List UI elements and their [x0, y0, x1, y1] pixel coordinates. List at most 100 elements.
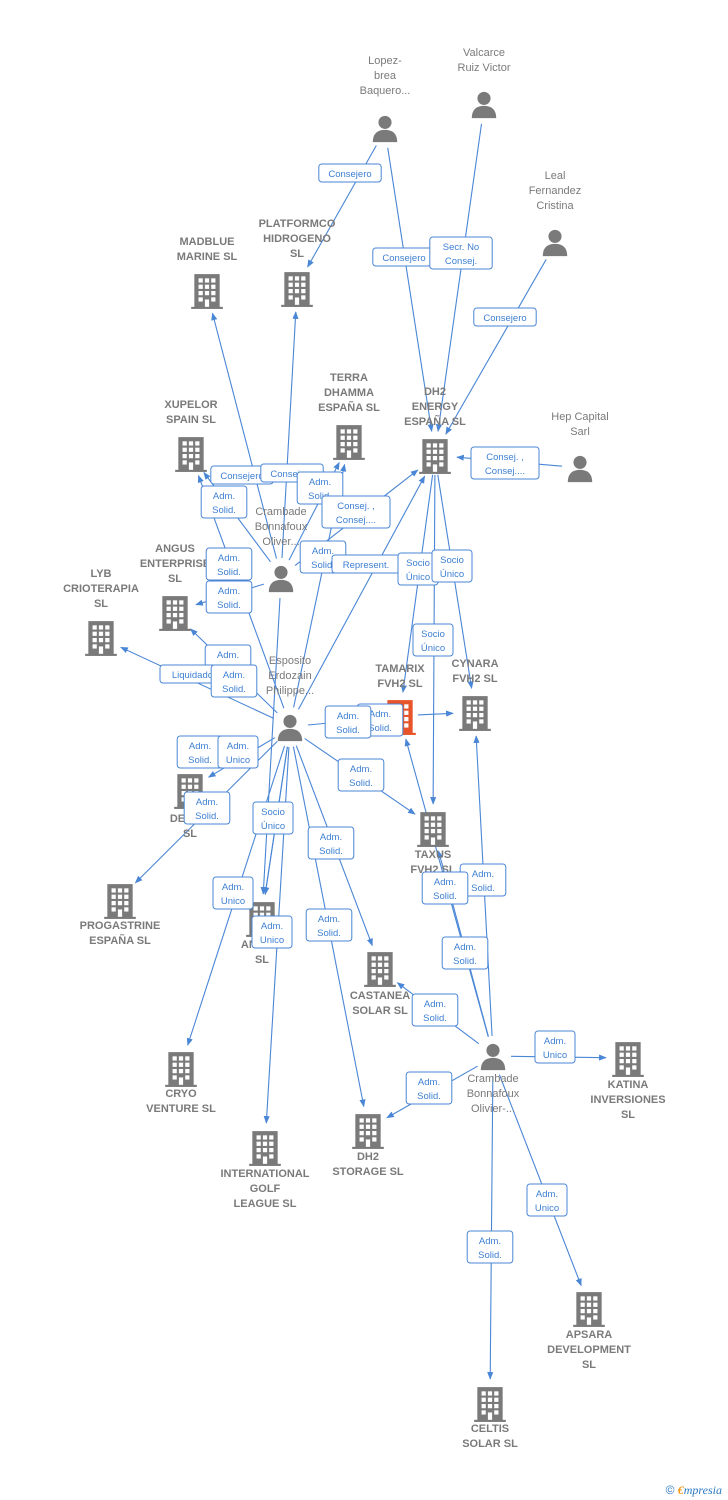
edge-label-box[interactable]	[183, 791, 231, 825]
edge-label[interactable]: Adm.Solid.	[210, 664, 258, 698]
edge-label[interactable]: Consej. ,Consej....	[321, 495, 391, 529]
edge-label-box[interactable]	[205, 547, 253, 581]
edge-label[interactable]: Adm.Unico	[251, 915, 293, 949]
edge-label-box[interactable]	[526, 1183, 568, 1217]
edge-label-box[interactable]	[431, 549, 473, 583]
edge-label[interactable]: Adm.Solid.	[441, 936, 489, 970]
edge-label-box[interactable]	[252, 801, 294, 835]
edge-label[interactable]: Adm.Solid.	[200, 485, 248, 519]
edge-label[interactable]: Adm.Solid.	[205, 547, 253, 581]
building-icon[interactable]	[364, 952, 396, 987]
edge-label-box[interactable]	[421, 871, 469, 905]
edge-label-box[interactable]	[305, 908, 353, 942]
edge-label-box[interactable]	[205, 580, 253, 614]
edge-label[interactable]: Adm.Unico	[534, 1030, 576, 1064]
edge-label-box[interactable]	[466, 1230, 514, 1264]
building-icon[interactable]	[612, 1042, 644, 1077]
edge-label[interactable]: Adm.Solid.	[183, 791, 231, 825]
person-icon[interactable]	[542, 229, 568, 257]
node-crambade1[interactable]: CrambadeBonnafouxOliver...	[255, 506, 308, 593]
building-icon[interactable]	[191, 274, 223, 309]
edge-label[interactable]: Adm.Solid.	[421, 871, 469, 905]
edge-label-box[interactable]	[429, 236, 493, 270]
empresia-logo[interactable]: €mpresia	[677, 1483, 722, 1497]
edge-label[interactable]: Consejero	[473, 307, 537, 327]
edge-label-box[interactable]	[324, 705, 372, 739]
node-crambade2[interactable]: CrambadeBonnafouxOlivier-...	[467, 1043, 520, 1115]
building-icon[interactable]	[175, 437, 207, 472]
node-esposito[interactable]: EspositoErdozainPhilippe...	[266, 655, 314, 742]
building-icon[interactable]	[249, 1131, 281, 1166]
edge-label-box[interactable]	[200, 485, 248, 519]
person-icon[interactable]	[567, 455, 593, 483]
building-icon[interactable]	[165, 1052, 197, 1087]
node-lopez[interactable]: Lopez-breaBaquero...	[360, 55, 411, 143]
edge-label[interactable]: Adm.Solid.	[307, 826, 355, 860]
building-icon[interactable]	[417, 812, 449, 847]
edge-label-box[interactable]	[405, 1071, 453, 1105]
person-icon[interactable]	[372, 115, 398, 143]
building-icon[interactable]	[281, 272, 313, 307]
edge-label[interactable]: Consejero	[372, 247, 436, 267]
edge-label-box[interactable]	[210, 664, 258, 698]
building-icon[interactable]	[159, 596, 191, 631]
edge-label[interactable]: Adm.Solid.	[324, 705, 372, 739]
edge-label-box[interactable]	[307, 826, 355, 860]
edge-label[interactable]: Adm.Unico	[526, 1183, 568, 1217]
building-icon[interactable]	[573, 1292, 605, 1327]
edge-label[interactable]: Adm.Solid.	[305, 908, 353, 942]
building-icon[interactable]	[104, 884, 136, 919]
edge-label[interactable]: Consej. ,Consej....	[470, 446, 540, 480]
edge-label[interactable]: Adm.Solid.	[337, 758, 385, 792]
edge-label-box[interactable]	[318, 163, 382, 183]
edge-label-box[interactable]	[473, 307, 537, 327]
edge-label[interactable]: Adm.Unico	[212, 876, 254, 910]
person-icon[interactable]	[480, 1043, 506, 1071]
building-icon[interactable]	[333, 425, 365, 460]
edge-label[interactable]: Represent.	[331, 554, 401, 574]
person-icon[interactable]	[471, 91, 497, 119]
edge-label[interactable]: Adm.Solid.	[176, 735, 224, 769]
edge-label-box[interactable]	[470, 446, 540, 480]
person-icon[interactable]	[277, 714, 303, 742]
building-icon[interactable]	[352, 1114, 384, 1149]
edge-label-box[interactable]	[321, 495, 391, 529]
building-icon[interactable]	[459, 696, 491, 731]
building-icon[interactable]	[474, 1387, 506, 1422]
building-icon[interactable]	[419, 439, 451, 474]
edge-label-box[interactable]	[251, 915, 293, 949]
edge-label-box[interactable]	[411, 993, 459, 1027]
edge-label[interactable]: Adm.Solid.	[466, 1230, 514, 1264]
edge-label[interactable]: Adm.Solid.	[411, 993, 459, 1027]
edge-label-box[interactable]	[217, 735, 259, 769]
person-icon[interactable]	[268, 565, 294, 593]
edge-label-box[interactable]	[441, 936, 489, 970]
edge-label[interactable]: Consejero	[210, 465, 274, 485]
edge-label-box[interactable]	[212, 876, 254, 910]
edge-label-box[interactable]	[412, 623, 454, 657]
